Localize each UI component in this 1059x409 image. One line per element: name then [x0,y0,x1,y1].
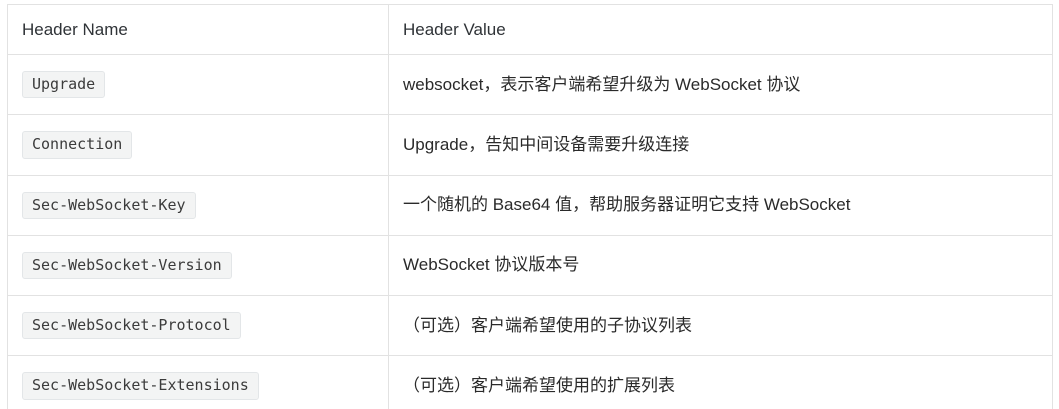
table-row: Upgrade websocket，表示客户端希望升级为 WebSocket 协… [7,53,1053,116]
header-value-text: 一个随机的 Base64 值，帮助服务器证明它支持 WebSocket [403,195,851,215]
header-value-text: （可选）客户端希望使用的子协议列表 [403,315,692,335]
header-value-cell: （可选）客户端希望使用的子协议列表 [388,294,1053,357]
header-name-cell: Sec-WebSocket-Extensions [7,355,389,409]
header-value-text: Upgrade，告知中间设备需要升级连接 [403,134,690,154]
header-name-badge: Upgrade [22,71,106,99]
header-value-cell: （可选）客户端希望使用的扩展列表 [388,355,1053,409]
header-name-badge: Connection [22,131,133,159]
header-value-cell: Upgrade，告知中间设备需要升级连接 [388,114,1053,176]
table-row: Sec-WebSocket-Extensions （可选）客户端希望使用的扩展列… [7,355,1053,409]
header-name-badge: Sec-WebSocket-Protocol [22,312,241,340]
column-header-value: Header Value [388,4,1053,55]
header-name-cell: Upgrade [7,53,389,116]
header-name-cell: Sec-WebSocket-Key [7,174,389,236]
table-row: Connection Upgrade，告知中间设备需要升级连接 [7,114,1053,176]
column-header-name: Header Name [7,4,389,55]
header-name-cell: Connection [7,114,389,176]
table-row: Sec-WebSocket-Protocol （可选）客户端希望使用的子协议列表 [7,294,1053,357]
table-row: Sec-WebSocket-Key 一个随机的 Base64 值，帮助服务器证明… [7,174,1053,236]
header-name-badge: Sec-WebSocket-Extensions [22,372,259,400]
header-value-cell: WebSocket 协议版本号 [388,234,1053,297]
header-name-badge: Sec-WebSocket-Key [22,191,196,219]
header-value-cell: 一个随机的 Base64 值，帮助服务器证明它支持 WebSocket [388,174,1053,236]
table-header-row: Header Name Header Value [7,4,1053,55]
header-value-text: WebSocket 协议版本号 [403,255,580,275]
header-value-text: websocket，表示客户端希望升级为 WebSocket 协议 [403,74,801,94]
header-name-badge: Sec-WebSocket-Version [22,251,232,279]
header-name-cell: Sec-WebSocket-Version [7,234,389,297]
header-value-text: （可选）客户端希望使用的扩展列表 [403,375,675,395]
header-name-cell: Sec-WebSocket-Protocol [7,294,389,357]
table-row: Sec-WebSocket-Version WebSocket 协议版本号 [7,234,1053,297]
header-value-cell: websocket，表示客户端希望升级为 WebSocket 协议 [388,53,1053,116]
websocket-headers-table: Header Name Header Value Upgrade websock… [7,4,1053,409]
